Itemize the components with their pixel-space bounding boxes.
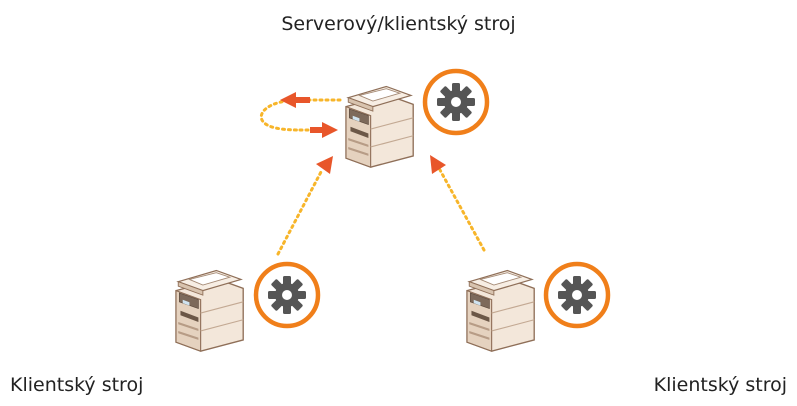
client-left-label: Klientský stroj — [10, 374, 144, 396]
right-to-server-arrow — [430, 155, 486, 252]
loop-arrow-right-icon — [310, 122, 338, 138]
client-right-device — [466, 264, 608, 352]
client-right-gear-icon — [546, 264, 608, 326]
server-loop-arrows — [259, 92, 342, 138]
client-right-printer-icon — [466, 269, 535, 352]
client-left-device — [175, 264, 318, 352]
client-left-gear-icon — [256, 264, 318, 326]
left-arrow-head-icon — [316, 156, 333, 174]
right-arrow-head-icon — [430, 155, 446, 174]
server-device — [345, 71, 487, 168]
left-to-server-arrow — [276, 156, 333, 256]
server-printer-icon — [345, 85, 414, 168]
loop-arrow-left-icon — [280, 92, 310, 108]
client-left-printer-icon — [175, 269, 244, 352]
server-gear-icon — [425, 71, 487, 133]
server-label: Serverový/klientský stroj — [281, 13, 516, 35]
client-right-label: Klientský stroj — [653, 374, 787, 396]
